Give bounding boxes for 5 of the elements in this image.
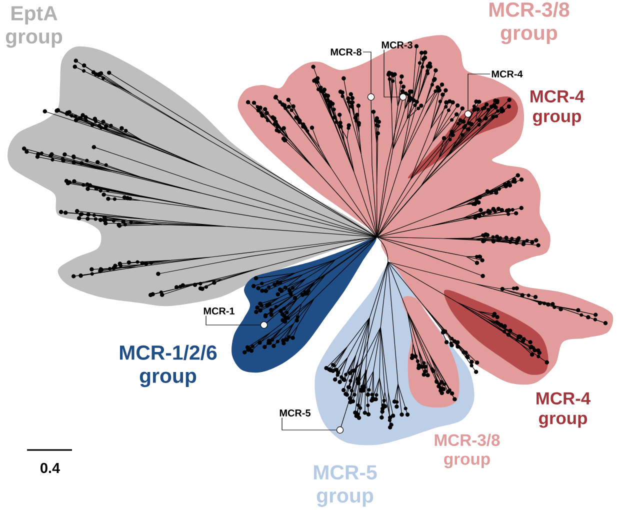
scale-value: 0.4 [40, 462, 60, 474]
group-label: EptA group [6, 6, 62, 48]
group-label: MCR-3/8 group [490, 2, 570, 44]
group-label: MCR-4 group [536, 392, 591, 428]
group-label: MCR-3/8 group [434, 434, 500, 468]
